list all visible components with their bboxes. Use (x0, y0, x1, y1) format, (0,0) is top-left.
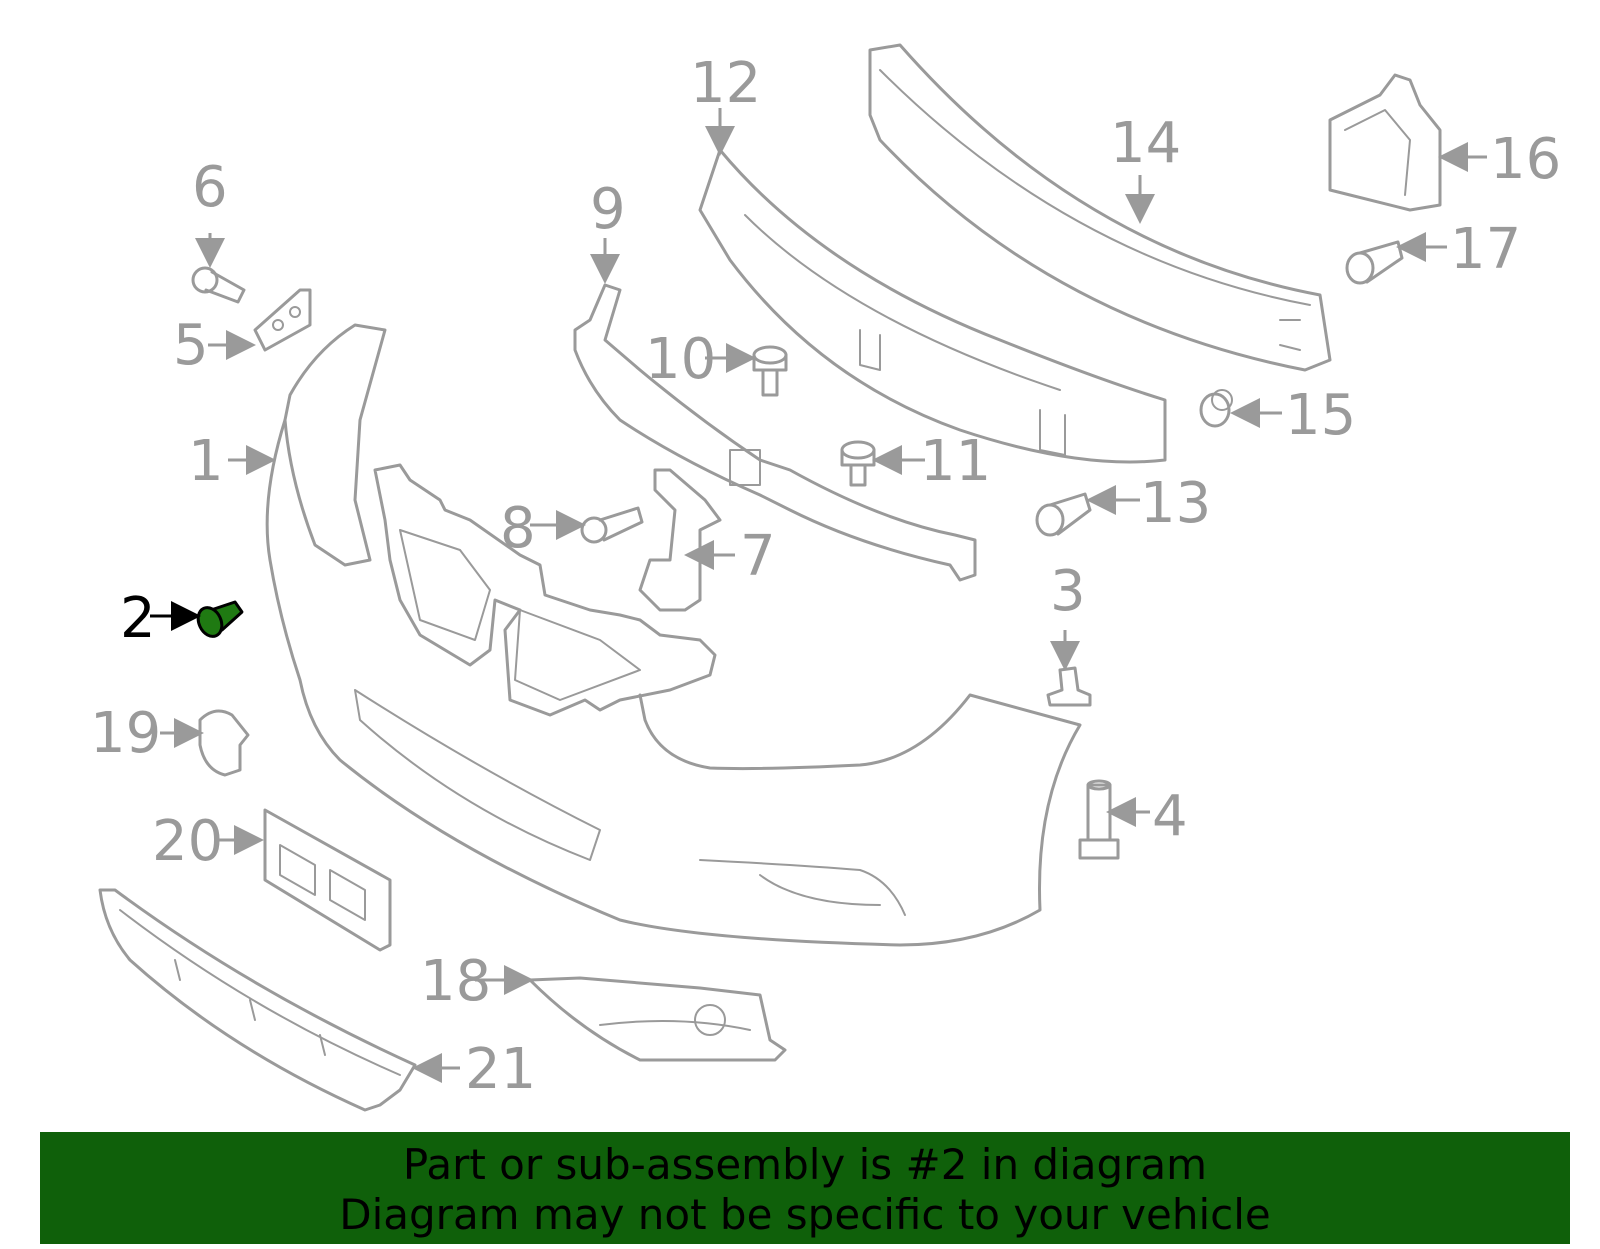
part-15-clip (1199, 389, 1233, 428)
callout-5[interactable]: 5 (173, 313, 209, 378)
part-17-bolt (1345, 240, 1404, 285)
part-14-reinforcement-bar (868, 43, 1332, 372)
callout-8[interactable]: 8 (500, 496, 536, 561)
callout-3[interactable]: 3 (1050, 559, 1086, 624)
callout-7[interactable]: 7 (740, 524, 776, 589)
callout-1[interactable]: 1 (188, 429, 224, 494)
callout-14[interactable]: 14 (1110, 111, 1181, 176)
callout-19[interactable]: 19 (90, 701, 161, 766)
callout-18[interactable]: 18 (420, 949, 491, 1014)
callout-4[interactable]: 4 (1152, 784, 1188, 849)
part-5-bracket (253, 288, 312, 352)
banner-line-1: Part or sub-assembly is #2 in diagram (402, 1140, 1208, 1189)
callout-2[interactable]: 2 (120, 586, 156, 651)
part-3-clip (1046, 666, 1092, 707)
part-9-bumper-support (573, 283, 977, 582)
callout-16[interactable]: 16 (1490, 127, 1561, 192)
callout-9[interactable]: 9 (590, 177, 626, 242)
callout-17[interactable]: 17 (1450, 217, 1521, 282)
callout-12[interactable]: 12 (690, 51, 761, 116)
part-18-fog-lamp-bezel (528, 976, 787, 1062)
part-7-bracket (638, 468, 722, 612)
part-12-energy-absorber (698, 148, 1167, 464)
part-2-clip-highlighted (196, 600, 244, 638)
part-20-license-bracket (263, 808, 392, 952)
part-19-cap (198, 709, 250, 777)
part-16-bracket (1328, 73, 1442, 212)
callout-15[interactable]: 15 (1285, 383, 1356, 448)
part-10-push-pin (752, 345, 788, 397)
part-8-bolt (580, 506, 644, 544)
callout-20[interactable]: 20 (152, 809, 223, 874)
callout-21[interactable]: 21 (465, 1037, 536, 1102)
part-21-lower-grille (98, 888, 417, 1112)
banner-line-2: Diagram may not be specific to your vehi… (339, 1190, 1271, 1239)
grille-support-frame (373, 463, 717, 717)
info-banner: Part or sub-assembly is #2 in diagram Di… (40, 1132, 1570, 1244)
part-11-push-pin (840, 440, 876, 487)
part-1-bumper-cover (265, 323, 1082, 947)
callout-6[interactable]: 6 (192, 155, 228, 220)
callout-11[interactable]: 11 (920, 429, 991, 494)
part-13-bolt (1035, 492, 1092, 537)
part-4-stud (1078, 779, 1120, 860)
part-6-bolt (191, 266, 246, 304)
callout-10[interactable]: 10 (645, 327, 716, 392)
callout-13[interactable]: 13 (1140, 471, 1211, 536)
